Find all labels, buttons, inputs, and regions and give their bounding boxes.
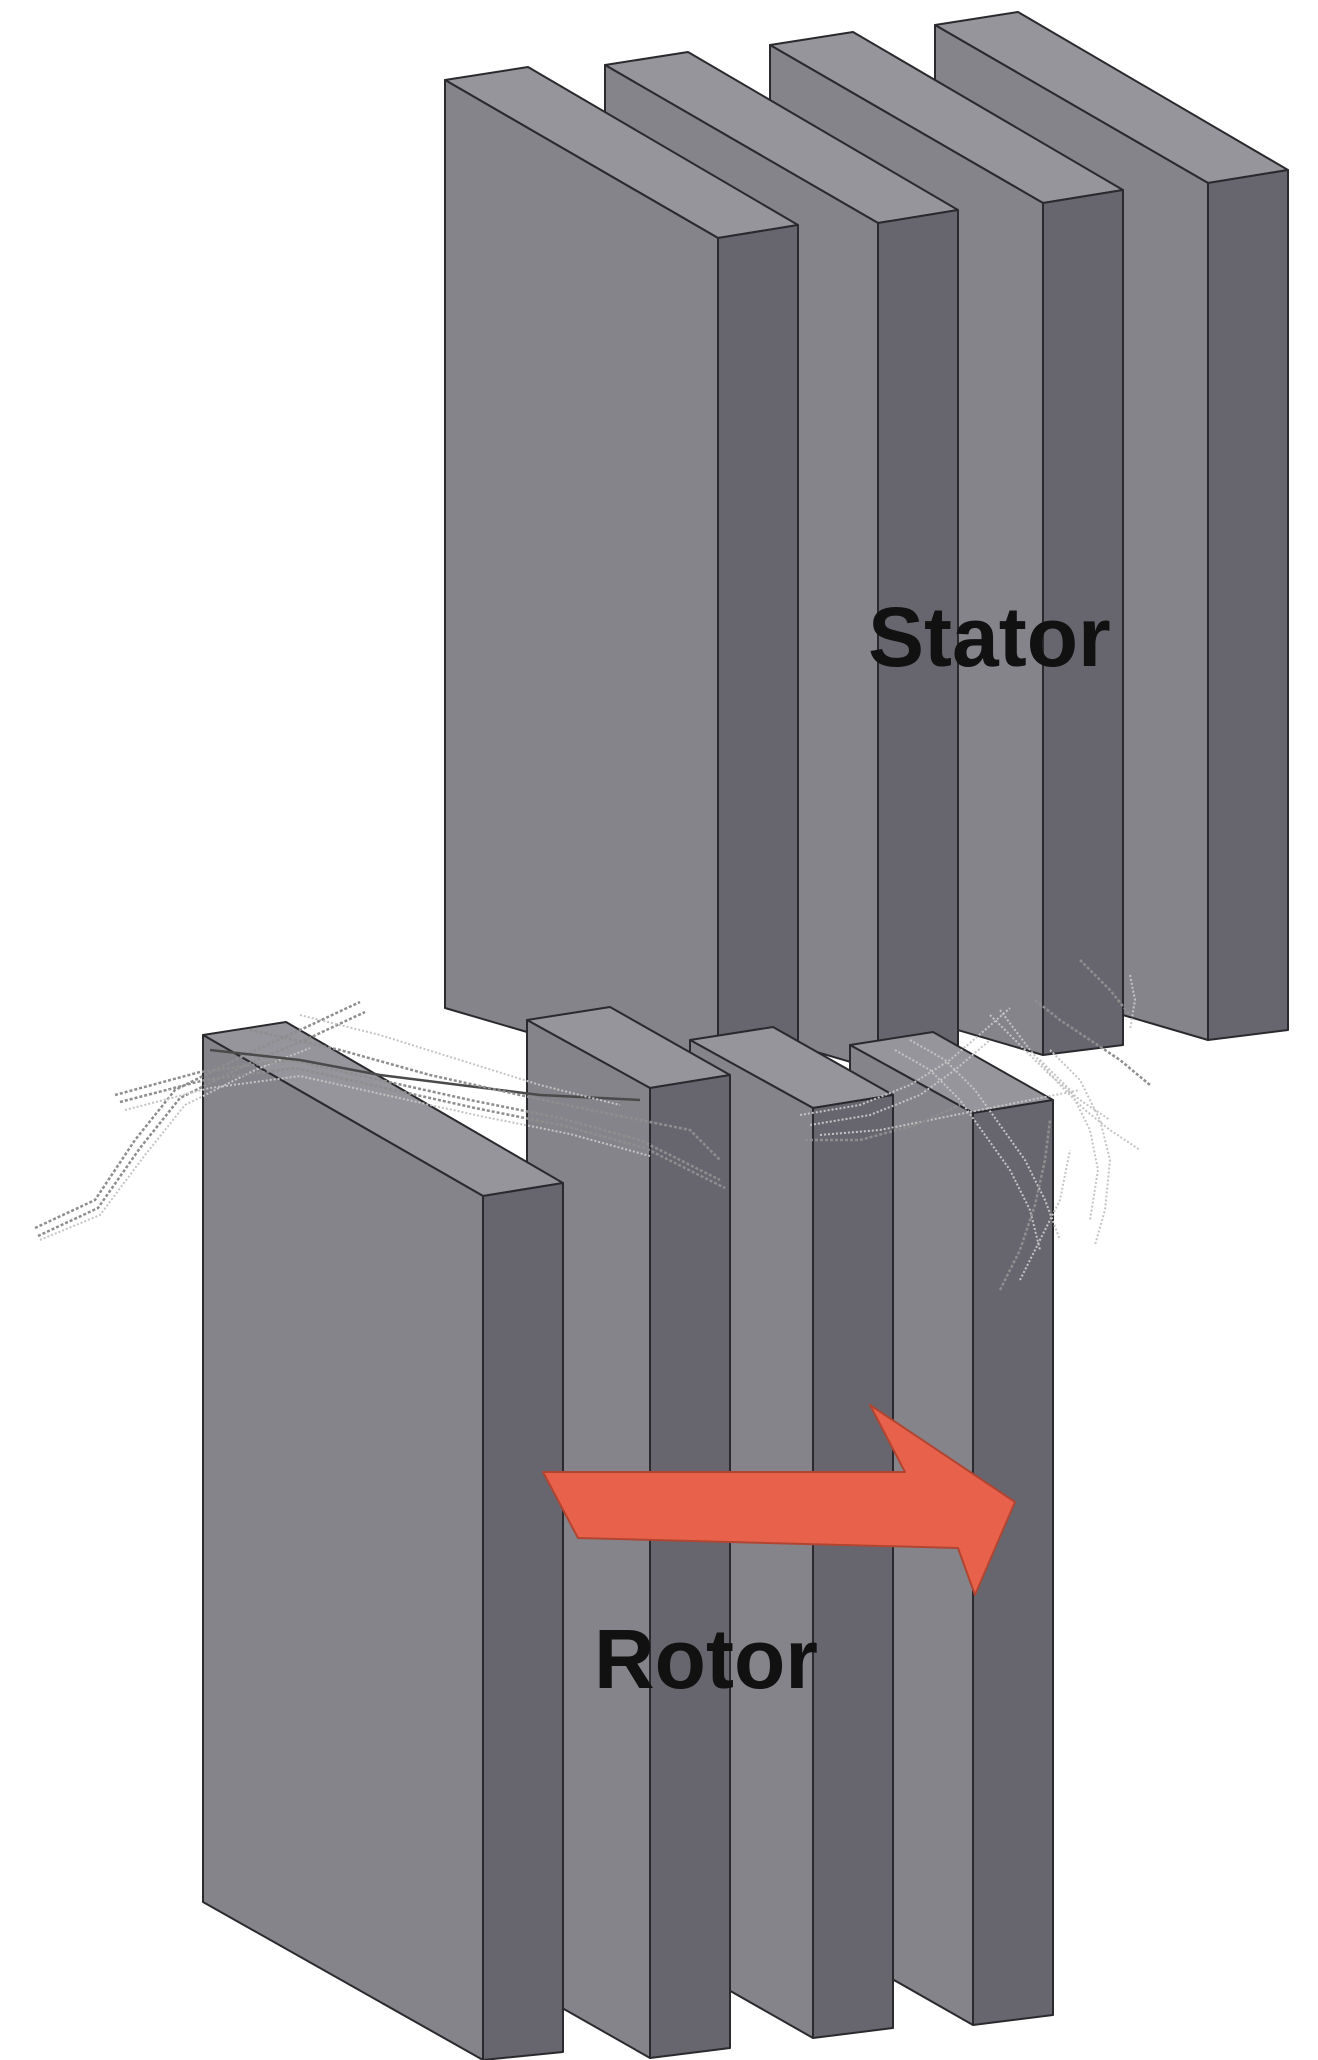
rotor-plate-1 xyxy=(202,1021,564,2060)
stator-plate-1 xyxy=(444,66,799,1089)
stator-group xyxy=(444,11,1289,1089)
fiber-bundle-right xyxy=(799,959,1151,1291)
fiber-bundle-left xyxy=(34,1000,726,1241)
stator-label: Stator xyxy=(868,590,1111,684)
rotor-label: Rotor xyxy=(594,1612,818,1706)
rotation-arrow xyxy=(542,1404,1016,1596)
